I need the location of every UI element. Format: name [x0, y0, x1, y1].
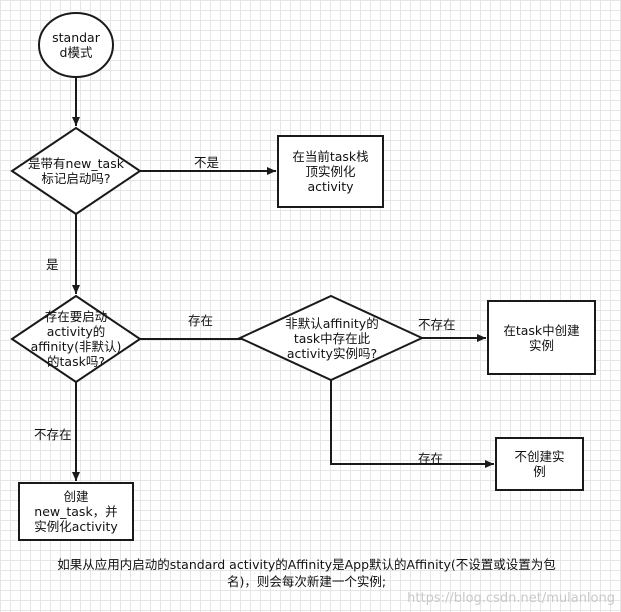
node-create-new-task-box [18, 482, 134, 541]
edge-label-not-exists-1: 不存在 [34, 427, 72, 442]
edge-label-no: 不是 [194, 155, 220, 170]
node-check-new-task-diamond [10, 126, 142, 216]
edge-instance-exists [330, 380, 494, 468]
edge-label-exists-1: 存在 [188, 313, 214, 328]
edge-label-exists-2: 存在 [418, 451, 444, 466]
edge-label-not-exists-2: 不存在 [418, 317, 456, 332]
edge-label-yes: 是 [46, 257, 59, 272]
node-instantiate-top-box [277, 135, 384, 208]
node-create-in-task-box [487, 300, 596, 375]
footnote: 如果从应用内启动的standard activity的Affinity是App默… [57, 557, 556, 589]
node-check-affinity-task-diamond [10, 294, 142, 384]
node-start-circle [38, 12, 114, 78]
node-no-create-box [495, 437, 584, 491]
node-check-instance-exists-diamond [237, 294, 425, 382]
watermark: https://blog.csdn.net/mulanlong [407, 591, 615, 606]
